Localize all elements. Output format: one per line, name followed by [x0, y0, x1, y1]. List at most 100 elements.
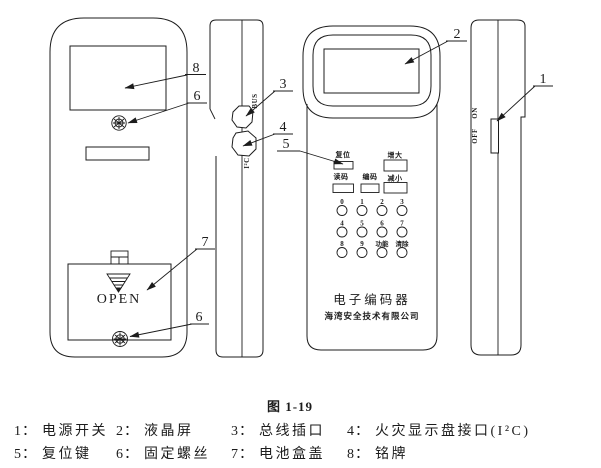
increase-button: [383, 159, 408, 172]
encode-button: [360, 183, 380, 193]
key-3-label: 3: [400, 198, 404, 206]
legend-label: 复位键: [42, 447, 92, 462]
legend-label: 液晶屏: [144, 424, 194, 439]
screw-top-icon: [111, 115, 127, 131]
legend-item-1: 1： 电源开关: [14, 420, 108, 440]
callout-number: 6: [196, 310, 203, 325]
legend-item-2: 2： 液晶屏: [116, 420, 194, 440]
battery-cover-tab: [110, 250, 129, 265]
bus-connector: [231, 105, 254, 129]
key-1: [356, 205, 368, 216]
callout-number: 6: [194, 89, 201, 104]
key-0-label: 0: [340, 198, 344, 206]
legend-num: 2：: [116, 424, 139, 439]
front-view: 复位 增大 读码 编码 减小 0 1 2 3 4 5 6 7 8 9 功能 清除: [302, 25, 441, 351]
callout-2-lcd-screen: 2: [404, 27, 467, 65]
callout-number: 7: [202, 235, 209, 250]
legend-label: 火灾显示盘接口(I²C): [375, 424, 531, 439]
legend-num: 6：: [116, 447, 139, 462]
callout-number: 3: [280, 77, 287, 92]
encode-button-label: 编码: [363, 172, 378, 181]
key-7-label: 7: [400, 220, 404, 228]
nameplate: [69, 45, 167, 111]
callout-number: 4: [280, 120, 287, 135]
company-name: 海湾安全技术有限公司: [324, 311, 419, 321]
legend-item-8: 8： 铭牌: [347, 443, 408, 463]
callout-5-reset-key: 5: [277, 137, 344, 165]
key-function-label: 功能: [376, 239, 390, 248]
left-side-outline: [209, 19, 264, 358]
key-4: [336, 226, 348, 238]
callout-6-screw-top: 6: [127, 89, 207, 124]
callout-number: 1: [540, 72, 547, 87]
legend-num: 3：: [231, 424, 254, 439]
callout-1-power-switch: 1: [496, 72, 553, 122]
key-function: [376, 247, 388, 258]
decrease-button: [383, 182, 408, 194]
bus-label: BUS: [251, 93, 259, 108]
callout-7-battery-cover: 7: [146, 235, 215, 291]
front-body-outline: [306, 104, 438, 351]
callout-4-i2c-port: 4: [242, 120, 293, 147]
lcd-screen: [323, 48, 420, 94]
key-9: [356, 247, 368, 258]
legend-num: 7：: [231, 447, 254, 462]
off-label: OFF: [471, 128, 479, 144]
encoder-diagram: OPEN BUS I²C 复位 增大 读码 编码 减小 0 1 2 3: [49, 17, 553, 358]
on-label: ON: [471, 107, 479, 119]
figure-caption: 图 1-19: [266, 399, 314, 414]
left-side-step: [209, 108, 216, 120]
left-side-view: BUS I²C: [209, 19, 264, 358]
legend-item-6: 6： 固定螺丝: [116, 443, 210, 463]
lcd-bezel: [312, 34, 432, 107]
key-8-label: 8: [340, 240, 344, 248]
reset-button-label: 复位: [335, 150, 351, 159]
key-6-label: 6: [380, 220, 384, 228]
key-2-label: 2: [380, 198, 384, 206]
legend-label: 总线插口: [259, 424, 325, 439]
callout-8-nameplate: 8: [124, 61, 206, 90]
key-0: [336, 205, 348, 216]
read-code-button: [332, 183, 354, 193]
i2c-connector: [231, 130, 257, 157]
key-1-label: 1: [360, 198, 364, 206]
key-2: [376, 205, 388, 216]
open-label: OPEN: [97, 292, 142, 307]
legend-label: 铭牌: [375, 447, 408, 462]
back-view: OPEN: [49, 17, 188, 358]
legend-label: 固定螺丝: [144, 447, 210, 462]
key-clear-label: 清除: [396, 239, 410, 248]
legend-label: 电池盒盖: [259, 447, 325, 462]
key-clear: [396, 247, 408, 258]
legend-num: 8：: [347, 447, 370, 462]
legend-num: 4：: [347, 424, 370, 439]
increase-button-label: 增大: [388, 151, 403, 160]
right-side-outline: [470, 19, 526, 356]
key-8: [336, 247, 348, 258]
legend-num: 1：: [14, 424, 37, 439]
key-5: [356, 226, 368, 238]
legend-label: 电源开关: [42, 424, 108, 439]
legend-item-3: 3： 总线插口: [231, 420, 325, 440]
callout-number: 5: [283, 137, 290, 152]
device-title: 电子编码器: [333, 292, 411, 307]
callout-3-bus-socket: 3: [245, 77, 293, 117]
key-3: [396, 205, 408, 216]
callout-number: 2: [454, 27, 461, 42]
key-4-label: 4: [340, 220, 344, 228]
power-switch: [490, 118, 499, 154]
screw-bottom-icon: [112, 331, 128, 347]
key-6: [376, 226, 388, 238]
decrease-button-label: 减小: [388, 174, 403, 183]
lcd-head-outline: [302, 25, 441, 119]
key-5-label: 5: [360, 220, 364, 228]
legend-num: 5：: [14, 447, 37, 462]
key-9-label: 9: [360, 240, 364, 248]
reset-button: [333, 161, 354, 170]
back-slot: [85, 146, 150, 161]
callout-6-screw-bottom: 6: [129, 310, 209, 338]
right-side-view: ON OFF: [470, 19, 526, 356]
callout-number: 8: [193, 61, 200, 76]
read-code-button-label: 读码: [334, 172, 349, 181]
